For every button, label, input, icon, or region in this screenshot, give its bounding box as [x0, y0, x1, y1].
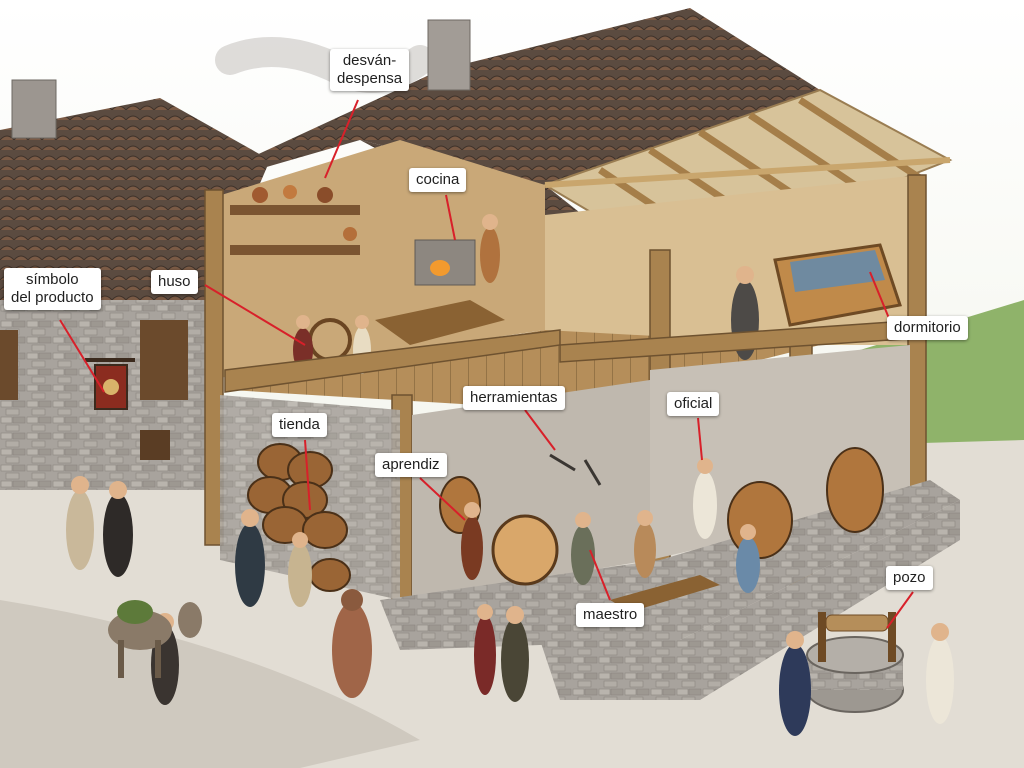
- well: [806, 612, 904, 713]
- label-huso-text: huso: [158, 273, 191, 290]
- label-cocina-text: cocina: [416, 171, 460, 188]
- label-aprendiz: aprendiz: [375, 453, 447, 477]
- leader-line-simbolo: [59, 319, 105, 393]
- leader-line-cocina: [445, 194, 456, 241]
- label-pozo: pozo: [886, 566, 933, 590]
- label-simbolo-del-producto: símbolo del producto: [4, 268, 101, 310]
- label-herramientas: herramientas: [463, 386, 565, 410]
- label-herramientas-text: herramientas: [470, 389, 558, 406]
- leader-line-desvan: [324, 99, 359, 179]
- label-desvan-line2: despensa: [337, 70, 403, 87]
- label-simbolo-line2: del producto: [11, 289, 94, 306]
- road: [0, 600, 420, 768]
- label-cocina: cocina: [409, 168, 467, 192]
- leader-line-herramientas: [524, 409, 556, 451]
- label-oficial-text: oficial: [674, 395, 713, 412]
- leader-line-huso: [204, 284, 306, 346]
- townsfolk: [66, 476, 954, 736]
- label-dormitorio-text: dormitorio: [894, 319, 961, 336]
- label-tienda: tienda: [272, 413, 327, 437]
- label-tienda-text: tienda: [279, 416, 320, 433]
- label-huso: huso: [151, 270, 198, 294]
- label-desvan-despensa: desván- despensa: [330, 49, 410, 91]
- leader-line-tienda: [304, 439, 311, 511]
- leader-line-oficial: [697, 417, 703, 461]
- leader-line-maestro: [589, 549, 611, 601]
- label-dormitorio: dormitorio: [887, 316, 968, 340]
- label-desvan-line1: desván-: [342, 52, 397, 69]
- leader-line-pozo: [886, 591, 914, 629]
- neighbour-house: [0, 79, 270, 490]
- label-aprendiz-text: aprendiz: [382, 456, 440, 473]
- upper-floor: [205, 140, 920, 410]
- label-oficial: oficial: [667, 392, 720, 416]
- label-maestro: maestro: [576, 603, 645, 627]
- label-maestro-text: maestro: [583, 606, 638, 623]
- label-simbolo-line1: símbolo: [26, 271, 79, 288]
- leader-line-aprendiz: [419, 477, 466, 521]
- label-pozo-text: pozo: [893, 569, 926, 586]
